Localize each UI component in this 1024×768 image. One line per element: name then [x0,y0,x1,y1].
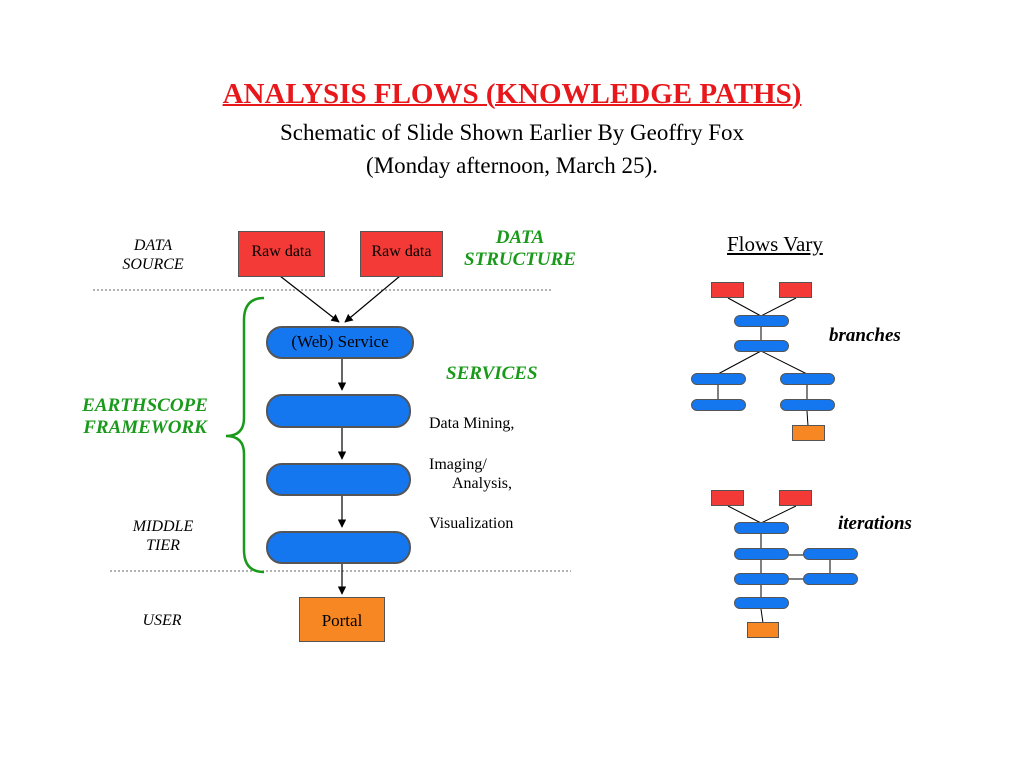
iterations-node [734,597,789,609]
label-iterations: iterations [838,513,912,534]
label-user: USER [142,612,182,629]
service-pill-2 [266,394,411,428]
label-data-source: DATA SOURCE [122,237,184,273]
iterations-node [803,573,858,585]
branches-node [780,373,835,385]
label-services: SERVICES [446,363,538,384]
iterations-output-box [747,622,779,638]
web-service-pill: (Web) Service [266,326,414,359]
service-item-analysis: Analysis, [452,475,512,492]
label-branches: branches [829,325,901,346]
raw-data-box-2: Raw data [360,231,443,277]
iterations-node [734,522,789,534]
service-item-visualization: Visualization [429,515,514,532]
flows-vary-heading: Flows Vary [727,232,823,256]
arrow-raw1-to-service [279,275,340,323]
branches-source-box-2 [779,282,812,298]
iterations-node [734,573,789,585]
branches-output-box [792,425,825,441]
branches-node [691,373,746,385]
arrow-raw2-to-service [344,275,401,323]
iterations-node [734,548,789,560]
service-pill-3 [266,463,411,496]
branches-node [780,399,835,411]
raw-data-box-1: Raw data [238,231,325,277]
subtitle-line-1: Schematic of Slide Shown Earlier By Geof… [280,120,744,145]
iterations-node [803,548,858,560]
branches-source-box-1 [711,282,744,298]
subtitle-line-2: (Monday afternoon, March 25). [366,153,658,178]
branches-node [734,315,789,327]
service-pill-4 [266,531,411,564]
framework-brace [225,296,265,574]
label-earthscope-framework: EARTHSCOPE FRAMEWORK [82,395,208,438]
slide-title: ANALYSIS FLOWS (KNOWLEDGE PATHS) [222,78,802,110]
branches-connectors [717,297,809,427]
iterations-connectors [727,505,831,624]
label-middle-tier: MIDDLE TIER [132,518,194,554]
branches-node [691,399,746,411]
portal-box: Portal [299,597,385,642]
label-data-structure: DATA STRUCTURE [464,227,576,270]
service-item-imaging: Imaging/ [429,456,487,473]
branches-node [734,340,789,352]
iterations-source-box-2 [779,490,812,506]
service-item-data-mining: Data Mining, [429,415,515,432]
iterations-source-box-1 [711,490,744,506]
